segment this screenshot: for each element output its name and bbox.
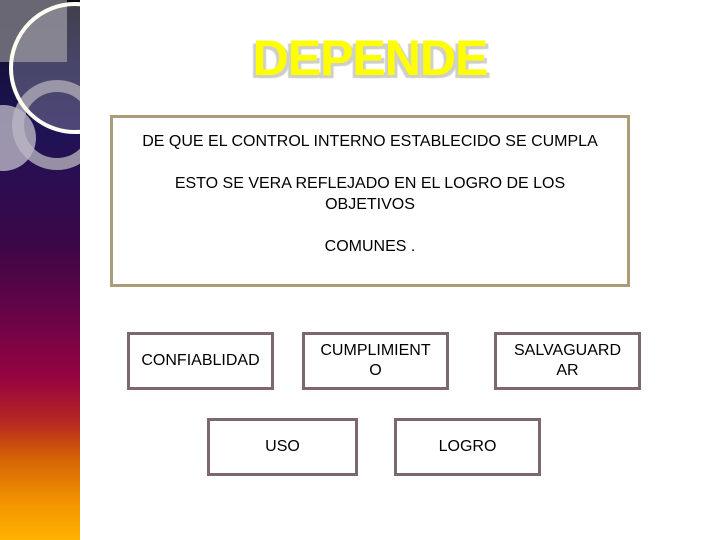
slide-title: DEPENDE bbox=[252, 30, 489, 86]
box-salvaguardar-label-line-1: SALVAGUARD bbox=[514, 342, 621, 359]
sidebar-decoration bbox=[0, 0, 80, 540]
box-uso-label: USO bbox=[265, 438, 300, 455]
box-uso: USO bbox=[207, 418, 358, 476]
box-cumplimiento-label-line-1: CUMPLIMIENT bbox=[320, 342, 431, 359]
main-paragraph-3: COMUNES . bbox=[324, 238, 416, 255]
box-confiablidad-label: CONFIABLIDAD bbox=[141, 352, 260, 369]
box-cumplimiento: CUMPLIMIENT O bbox=[302, 332, 449, 390]
box-salvaguardar-label-line-2: AR bbox=[556, 362, 579, 379]
main-paragraph-2: ESTO SE VERA REFLEJADO EN EL LOGRO DE LO… bbox=[174, 175, 566, 213]
box-logro: LOGRO bbox=[394, 418, 541, 476]
box-salvaguardar: SALVAGUARD AR bbox=[494, 332, 641, 390]
box-logro-label: LOGRO bbox=[438, 438, 497, 455]
main-text-box: DE QUE EL CONTROL INTERNO ESTABLECIDO SE… bbox=[110, 115, 630, 287]
box-cumplimiento-label-line-2: O bbox=[369, 362, 382, 379]
main-paragraph-1: DE QUE EL CONTROL INTERNO ESTABLECIDO SE… bbox=[142, 133, 598, 150]
box-confiablidad: CONFIABLIDAD bbox=[127, 332, 274, 390]
